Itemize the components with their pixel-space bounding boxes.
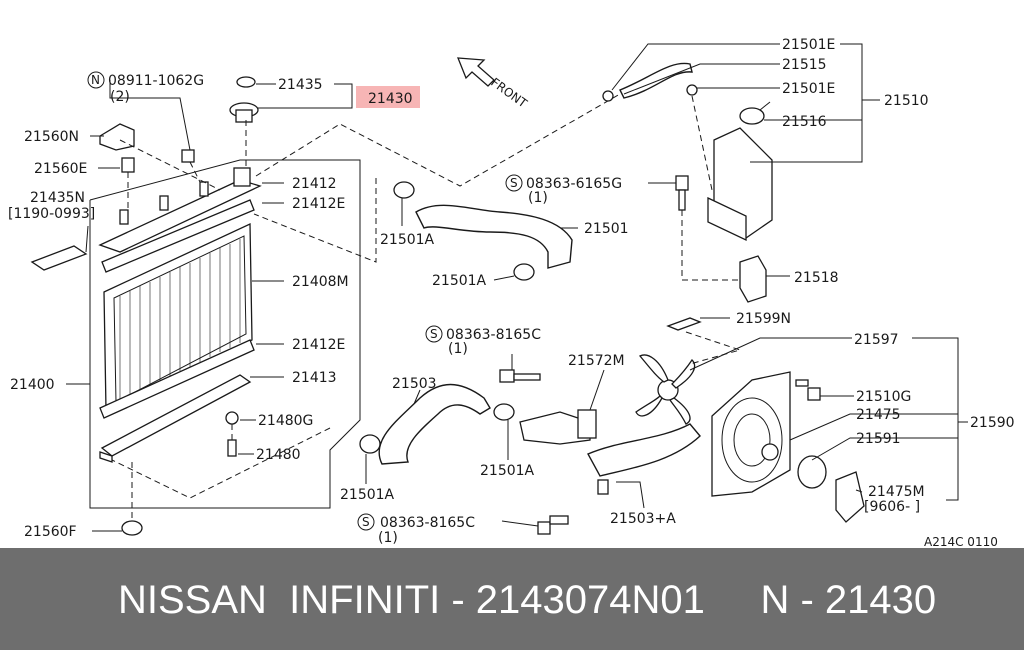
- label-21503a: 21503+A: [610, 511, 676, 527]
- highlight-box: [356, 86, 420, 108]
- label-21560f: 21560F: [24, 524, 77, 540]
- label-n-bolt-qty: (2): [110, 89, 130, 105]
- lower-hose-group: [111, 369, 701, 535]
- label-21412: 21412: [292, 176, 337, 192]
- label-21475: 21475: [856, 407, 901, 423]
- label-21501: 21501: [584, 221, 629, 237]
- label-21400: 21400: [10, 377, 55, 393]
- label-s-bolt-1: 08363-6165G: [526, 176, 622, 192]
- reservoir-tank-group: [602, 62, 773, 303]
- label-s-bolt-1-qty: (1): [528, 190, 548, 206]
- label-21518: 21518: [794, 270, 839, 286]
- banner-text: NISSAN INFINITI - 2143074N01 N - 21430: [118, 578, 937, 622]
- label-21480g: 21480G: [258, 413, 313, 429]
- label-21435n-range: [1190-0993]: [8, 206, 95, 222]
- front-arrow: FRONT: [457, 57, 530, 111]
- label-21408m: 21408M: [292, 274, 349, 290]
- label-21501a-lower-right: 21501A: [480, 463, 535, 479]
- label-n-bolt: 08911-1062G: [108, 73, 204, 89]
- label-21560e: 21560E: [34, 161, 87, 177]
- part-number-banner: NISSAN INFINITI - 2143074N01 N - 21430: [0, 548, 1024, 650]
- label-21503: 21503: [392, 376, 437, 392]
- svg-text:S: S: [430, 327, 438, 341]
- label-21515: 21515: [782, 57, 827, 73]
- label-21435: 21435: [278, 77, 323, 93]
- label-21412e-top: 21412E: [292, 196, 345, 212]
- label-21599n: 21599N: [736, 311, 791, 327]
- label-21501a-upper-left: 21501A: [380, 232, 435, 248]
- radiator-assembly: [30, 76, 361, 536]
- callout-labels: N 08911-1062G (2) 21435 21430 21560N 215…: [8, 37, 1015, 548]
- svg-text:S: S: [510, 176, 518, 190]
- label-21516: 21516: [782, 114, 827, 130]
- label-21412e-bottom: 21412E: [292, 337, 345, 353]
- parts-diagram: FRONT: [8, 37, 1015, 548]
- label-21480: 21480: [256, 447, 301, 463]
- label-21430: 21430: [368, 91, 413, 107]
- fan-shroud-group: [635, 317, 865, 523]
- label-21413: 21413: [292, 370, 337, 386]
- label-21475m-range: [9606- ]: [864, 499, 920, 515]
- label-21501e-top: 21501E: [782, 37, 835, 53]
- label-21572m: 21572M: [568, 353, 625, 369]
- label-21475m: 21475M: [868, 484, 925, 500]
- label-21597: 21597: [854, 332, 899, 348]
- upper-hose-group: [253, 93, 621, 281]
- front-label: FRONT: [488, 75, 530, 111]
- label-21501e-mid: 21501E: [782, 81, 835, 97]
- label-21510g: 21510G: [856, 389, 911, 405]
- label-21591: 21591: [856, 431, 901, 447]
- label-21501a-upper-right: 21501A: [432, 273, 487, 289]
- label-21590: 21590: [970, 415, 1015, 431]
- label-s-bolt-2: 08363-8165C: [446, 327, 541, 343]
- label-21560n: 21560N: [24, 129, 79, 145]
- svg-text:S: S: [362, 515, 370, 529]
- label-21501a-lower-left: 21501A: [340, 487, 395, 503]
- leader-lines: [66, 43, 968, 532]
- label-s-bolt-3: 08363-8165C: [380, 515, 475, 531]
- svg-text:N: N: [91, 73, 100, 87]
- figure-code: A214C 0110: [924, 535, 998, 548]
- label-s-bolt-3-qty: (1): [378, 530, 398, 546]
- label-s-bolt-2-qty: (1): [448, 341, 468, 357]
- label-21510: 21510: [884, 93, 929, 109]
- label-21435n: 21435N: [30, 190, 85, 206]
